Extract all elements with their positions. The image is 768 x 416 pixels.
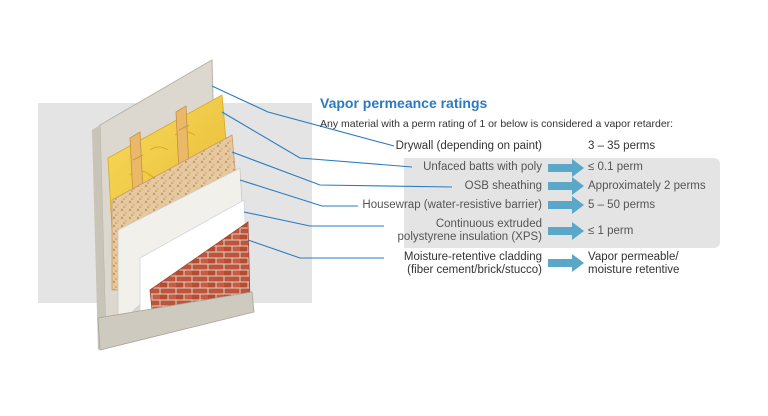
value-batts: ≤ 0.1 perm: [588, 161, 643, 173]
value-cladding-line1: Vapor permeable/: [588, 251, 679, 263]
material-xps-line2: polystyrene insulation (XPS): [397, 231, 542, 243]
material-housewrap: Housewrap (water-resistive barrier): [362, 199, 542, 211]
material-drywall: Drywall (depending on paint): [395, 140, 542, 152]
leader-drywall: [211, 85, 395, 147]
leader-lines: [211, 85, 453, 259]
value-xps: ≤ 1 perm: [588, 225, 634, 237]
arrow-icon: [548, 177, 584, 195]
page-title: Vapor permeance ratings: [320, 95, 488, 111]
material-cladding-line1: Moisture-retentive cladding: [403, 251, 542, 263]
value-osb: Approximately 2 perms: [588, 180, 706, 192]
arrow-icon: [548, 159, 584, 177]
arrow-icon: [548, 196, 584, 214]
leader-osb: [231, 151, 453, 188]
value-cladding-line2: moisture retentive: [588, 264, 680, 276]
value-housewrap: 5 – 50 perms: [588, 199, 656, 211]
material-batts: Unfaced batts with poly: [423, 161, 542, 173]
leader-batts: [221, 111, 413, 168]
background-panel-edge: [300, 103, 312, 303]
arrow-icon: [548, 254, 584, 272]
leader-xps: [243, 211, 384, 227]
subtitle: Any material with a perm rating of 1 or …: [320, 118, 674, 130]
value-drywall: 3 – 35 perms: [588, 140, 656, 152]
leader-cladding: [247, 239, 384, 259]
base-plate: [97, 291, 255, 351]
leader-housewrap: [239, 179, 358, 207]
arrow-icon: [548, 222, 584, 240]
material-osb: OSB sheathing: [464, 180, 542, 192]
arrows: [548, 159, 584, 272]
material-cladding-line2: (fiber cement/brick/stucco): [407, 264, 542, 276]
material-xps-line1: Continuous extruded: [435, 218, 542, 230]
drywall-edge: [92, 125, 106, 350]
